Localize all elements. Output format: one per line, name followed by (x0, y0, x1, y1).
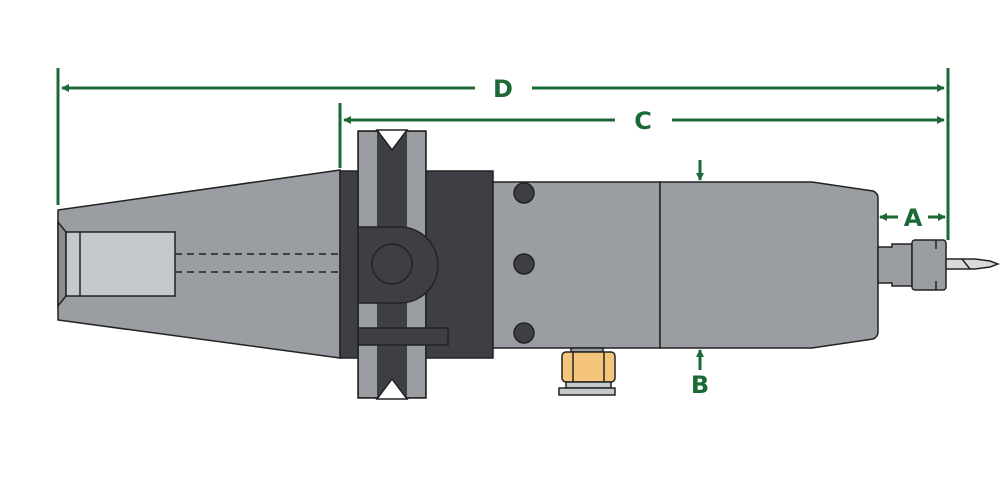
label-a: A (904, 204, 923, 232)
screw-hole (513, 322, 535, 344)
label-c: C (634, 107, 652, 135)
dimension-d: D (56, 68, 950, 240)
dimension-a: A (879, 204, 946, 232)
adapter-body (492, 181, 661, 349)
screw-hole (513, 182, 535, 204)
dimension-b: B (691, 160, 709, 399)
clamp-block (357, 226, 439, 304)
coolant-nut (558, 347, 616, 396)
spindle-head (659, 181, 879, 349)
cutting-tool (945, 258, 1000, 270)
screw-hole (513, 253, 535, 275)
taper-shank (57, 169, 341, 359)
dimension-c: C (338, 103, 945, 168)
label-d: D (493, 75, 513, 103)
label-b: B (691, 371, 709, 399)
collet-nose (877, 239, 947, 291)
